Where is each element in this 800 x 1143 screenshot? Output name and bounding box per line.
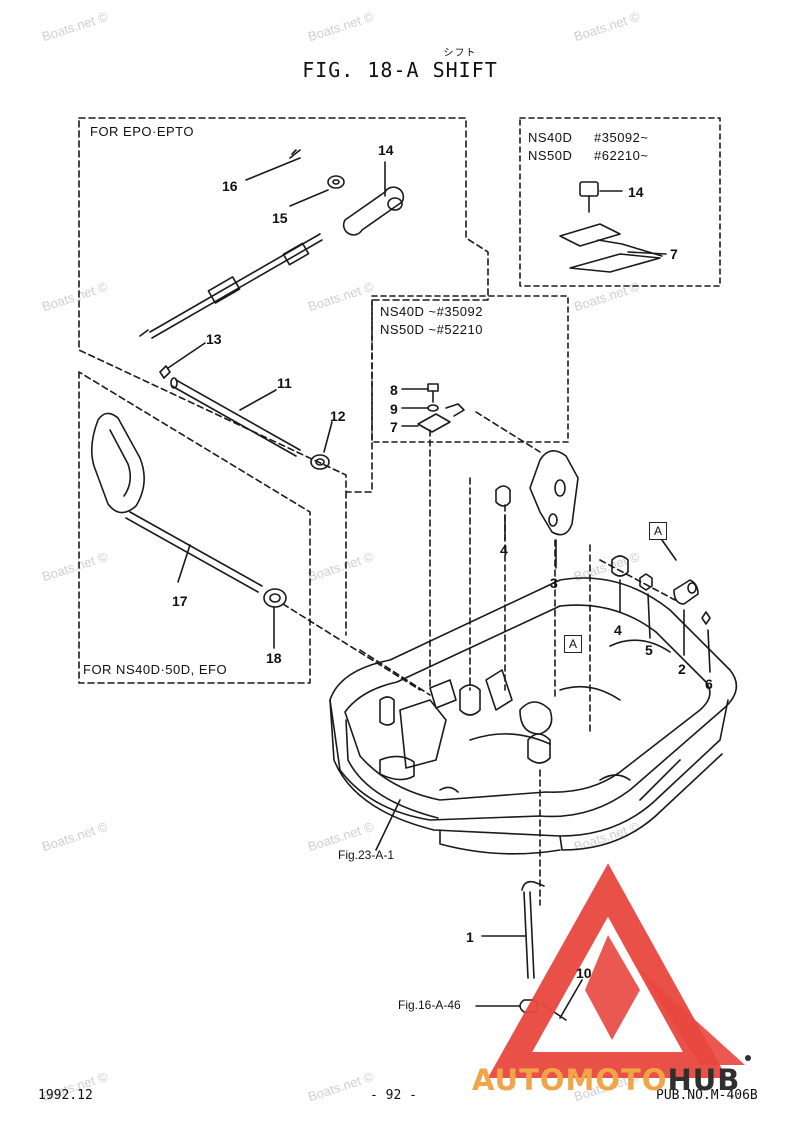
callout-9: 9 <box>390 401 398 417</box>
callout-10: 10 <box>576 965 592 981</box>
callout-7: 7 <box>390 419 398 435</box>
callout-18: 18 <box>266 650 282 666</box>
serial-line1-number: #35092~ <box>594 130 649 145</box>
callout-16: 16 <box>222 178 238 194</box>
callout-13: 13 <box>206 331 222 347</box>
efo-box-label: FOR NS40D·50D, EFO <box>83 662 228 677</box>
callout-1: 1 <box>466 929 474 945</box>
callout-6: 6 <box>705 676 713 692</box>
serial-line2-model: NS50D <box>528 148 573 163</box>
marker-a-upper: A <box>649 522 667 540</box>
callout-15: 15 <box>272 210 288 226</box>
callout-14-right: 14 <box>628 184 644 200</box>
logo-wordmark: AUTOMOTOHUB <box>472 1063 740 1097</box>
logo-word-part1: AUTOMOTO <box>472 1063 668 1097</box>
fig23-reference: Fig.23-A-1 <box>338 848 395 862</box>
logo-mark <box>487 863 751 1078</box>
figure-title: FIG. 18-A SHIFT <box>302 58 498 82</box>
serial-line1-model: NS40D <box>528 130 573 145</box>
callout-2: 2 <box>678 661 686 677</box>
figure-title-block: シフト FIG. 18-A SHIFT <box>0 44 800 82</box>
callout-14: 14 <box>378 142 394 158</box>
callout-17: 17 <box>172 593 188 609</box>
housing-outline <box>329 577 738 821</box>
callout-4: 4 <box>500 542 508 558</box>
footer-date: 1992.12 <box>38 1088 93 1103</box>
serial-line2-number: #62210~ <box>594 148 649 163</box>
fig16-reference: Fig.16-A-46 <box>398 998 461 1012</box>
callout-3: 3 <box>550 575 558 591</box>
serial-box-outline <box>519 117 721 287</box>
callout-4-right: 4 <box>614 622 622 638</box>
mid-serial-line2: NS50D ~#52210 <box>380 322 483 337</box>
efo-box-outline <box>78 371 311 684</box>
callout-12: 12 <box>330 408 346 424</box>
logo-word-part2: HUB <box>667 1063 741 1097</box>
callout-7-right: 7 <box>670 246 678 262</box>
mid-serial-line1: NS40D ~#35092 <box>380 304 483 319</box>
callout-11: 11 <box>277 375 292 391</box>
callout-5: 5 <box>645 642 653 658</box>
footer-page-number: - 92 - <box>370 1088 417 1103</box>
callout-8: 8 <box>390 382 398 398</box>
figure-title-kana: シフト <box>443 48 477 59</box>
footer-publication-number: PUB.NO.M-406B <box>656 1088 758 1103</box>
epo-box-label: FOR EPO·EPTO <box>90 124 194 139</box>
marker-a-lower: A <box>564 635 582 653</box>
